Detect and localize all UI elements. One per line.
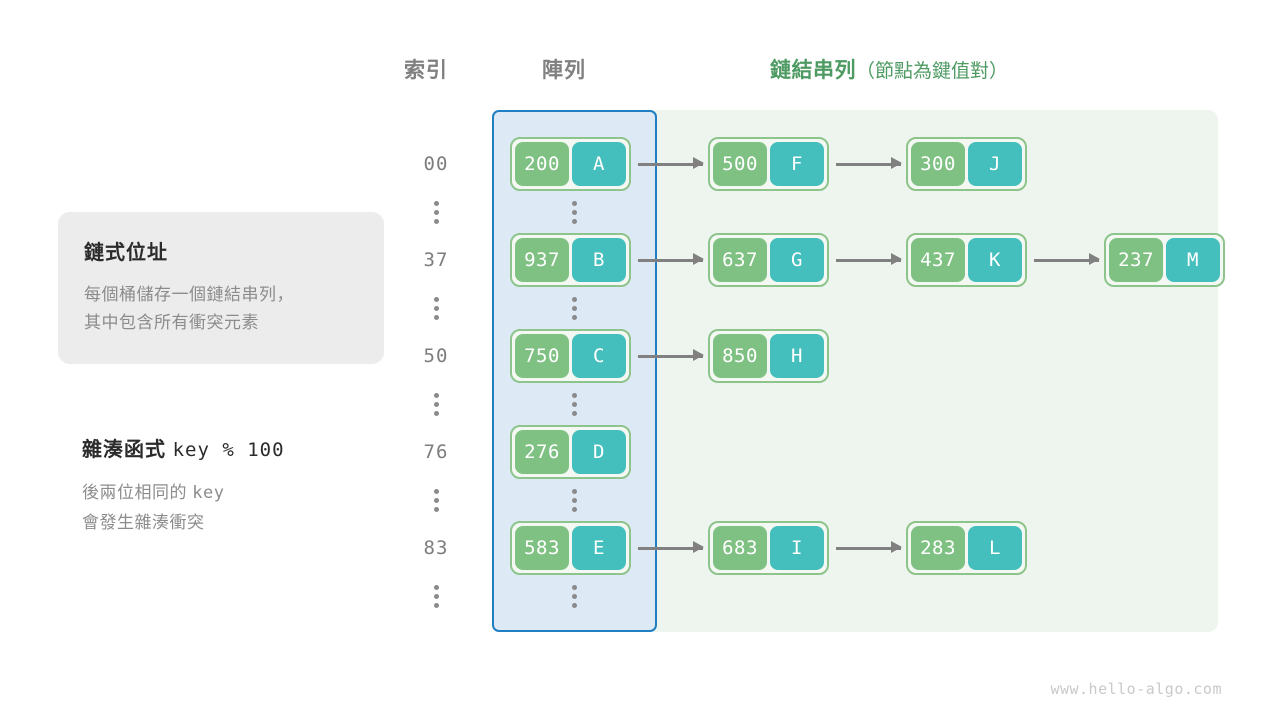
next-pointer-arrow-icon xyxy=(1034,253,1100,265)
index-ellipsis-icon xyxy=(416,192,456,232)
next-pointer-arrow-icon xyxy=(836,253,902,265)
hash-function-expression: key % 100 xyxy=(172,439,285,461)
node-key: 500 xyxy=(713,142,767,186)
node-key: 276 xyxy=(515,430,569,474)
hash-note-line-2: 會發生雜湊衝突 xyxy=(82,513,205,532)
index-ellipsis-icon xyxy=(416,288,456,328)
node-value: A xyxy=(572,142,626,186)
bucket-index-label: 50 xyxy=(423,345,449,367)
chaining-info-card: 鏈式位址 每個桶儲存一個鏈結串列， 其中包含所有衝突元素 xyxy=(58,212,384,364)
node-value: J xyxy=(968,142,1022,186)
node-key: 937 xyxy=(515,238,569,282)
node-value: H xyxy=(770,334,824,378)
node-value: D xyxy=(572,430,626,474)
ellipsis-row xyxy=(0,192,1280,232)
node-value: B xyxy=(572,238,626,282)
node-value: E xyxy=(572,526,626,570)
bucket-index-label: 37 xyxy=(423,249,449,271)
info-card-line-1: 每個桶儲存一個鏈結串列， xyxy=(84,285,294,304)
next-pointer-arrow-icon xyxy=(638,253,704,265)
node-value: I xyxy=(770,526,824,570)
node-key: 750 xyxy=(515,334,569,378)
next-pointer-arrow-icon xyxy=(836,541,902,553)
node-key: 637 xyxy=(713,238,767,282)
node-key: 437 xyxy=(911,238,965,282)
info-card-line-2: 其中包含所有衝突元素 xyxy=(84,313,259,332)
ellipsis-row xyxy=(0,288,1280,328)
hash-function-title: 雜湊函式 key % 100 xyxy=(82,433,412,462)
node-value: M xyxy=(1166,238,1220,282)
array-ellipsis-icon xyxy=(554,576,594,616)
hash-function-note: 雜湊函式 key % 100 後兩位相同的 key 會發生雜湊衝突 xyxy=(82,433,412,537)
array-ellipsis-icon xyxy=(554,288,594,328)
node-value: K xyxy=(968,238,1022,282)
array-ellipsis-icon xyxy=(554,480,594,520)
array-ellipsis-icon xyxy=(554,384,594,424)
node-key: 300 xyxy=(911,142,965,186)
column-header-linked-list: 鏈結串列（節點為鍵值對） xyxy=(770,54,1008,84)
next-pointer-arrow-icon xyxy=(638,157,704,169)
ellipsis-row xyxy=(0,576,1280,616)
node-key: 850 xyxy=(713,334,767,378)
next-pointer-arrow-icon xyxy=(638,541,704,553)
node-value: L xyxy=(968,526,1022,570)
node-key: 237 xyxy=(1109,238,1163,282)
hash-note-line-1-code: key xyxy=(192,483,225,503)
ellipsis-row xyxy=(0,480,1280,520)
column-header-array: 陣列 xyxy=(542,59,586,82)
column-header-linked-list-sub: （節點為鍵值對） xyxy=(856,61,1009,82)
hash-note-line-1: 後兩位相同的 key xyxy=(82,478,412,508)
index-ellipsis-icon xyxy=(416,480,456,520)
bucket-index-label: 76 xyxy=(423,441,449,463)
array-ellipsis-icon xyxy=(554,192,594,232)
column-header-index: 索引 xyxy=(404,59,448,82)
hash-note-line-1-text: 後兩位相同的 xyxy=(82,483,187,502)
hash-function-label: 雜湊函式 xyxy=(82,439,166,461)
node-key: 283 xyxy=(911,526,965,570)
node-key: 200 xyxy=(515,142,569,186)
node-value: C xyxy=(572,334,626,378)
bucket-index-label: 00 xyxy=(423,153,449,175)
bucket-index-label: 83 xyxy=(423,537,449,559)
next-pointer-arrow-icon xyxy=(638,349,704,361)
ellipsis-row xyxy=(0,384,1280,424)
node-key: 583 xyxy=(515,526,569,570)
node-value: G xyxy=(770,238,824,282)
column-header-linked-list-main: 鏈結串列 xyxy=(770,59,856,82)
index-ellipsis-icon xyxy=(416,576,456,616)
watermark-url: www.hello-algo.com xyxy=(1050,680,1222,698)
node-key: 683 xyxy=(713,526,767,570)
info-card-title: 鏈式位址 xyxy=(84,242,168,264)
node-value: F xyxy=(770,142,824,186)
next-pointer-arrow-icon xyxy=(836,157,902,169)
index-ellipsis-icon xyxy=(416,384,456,424)
